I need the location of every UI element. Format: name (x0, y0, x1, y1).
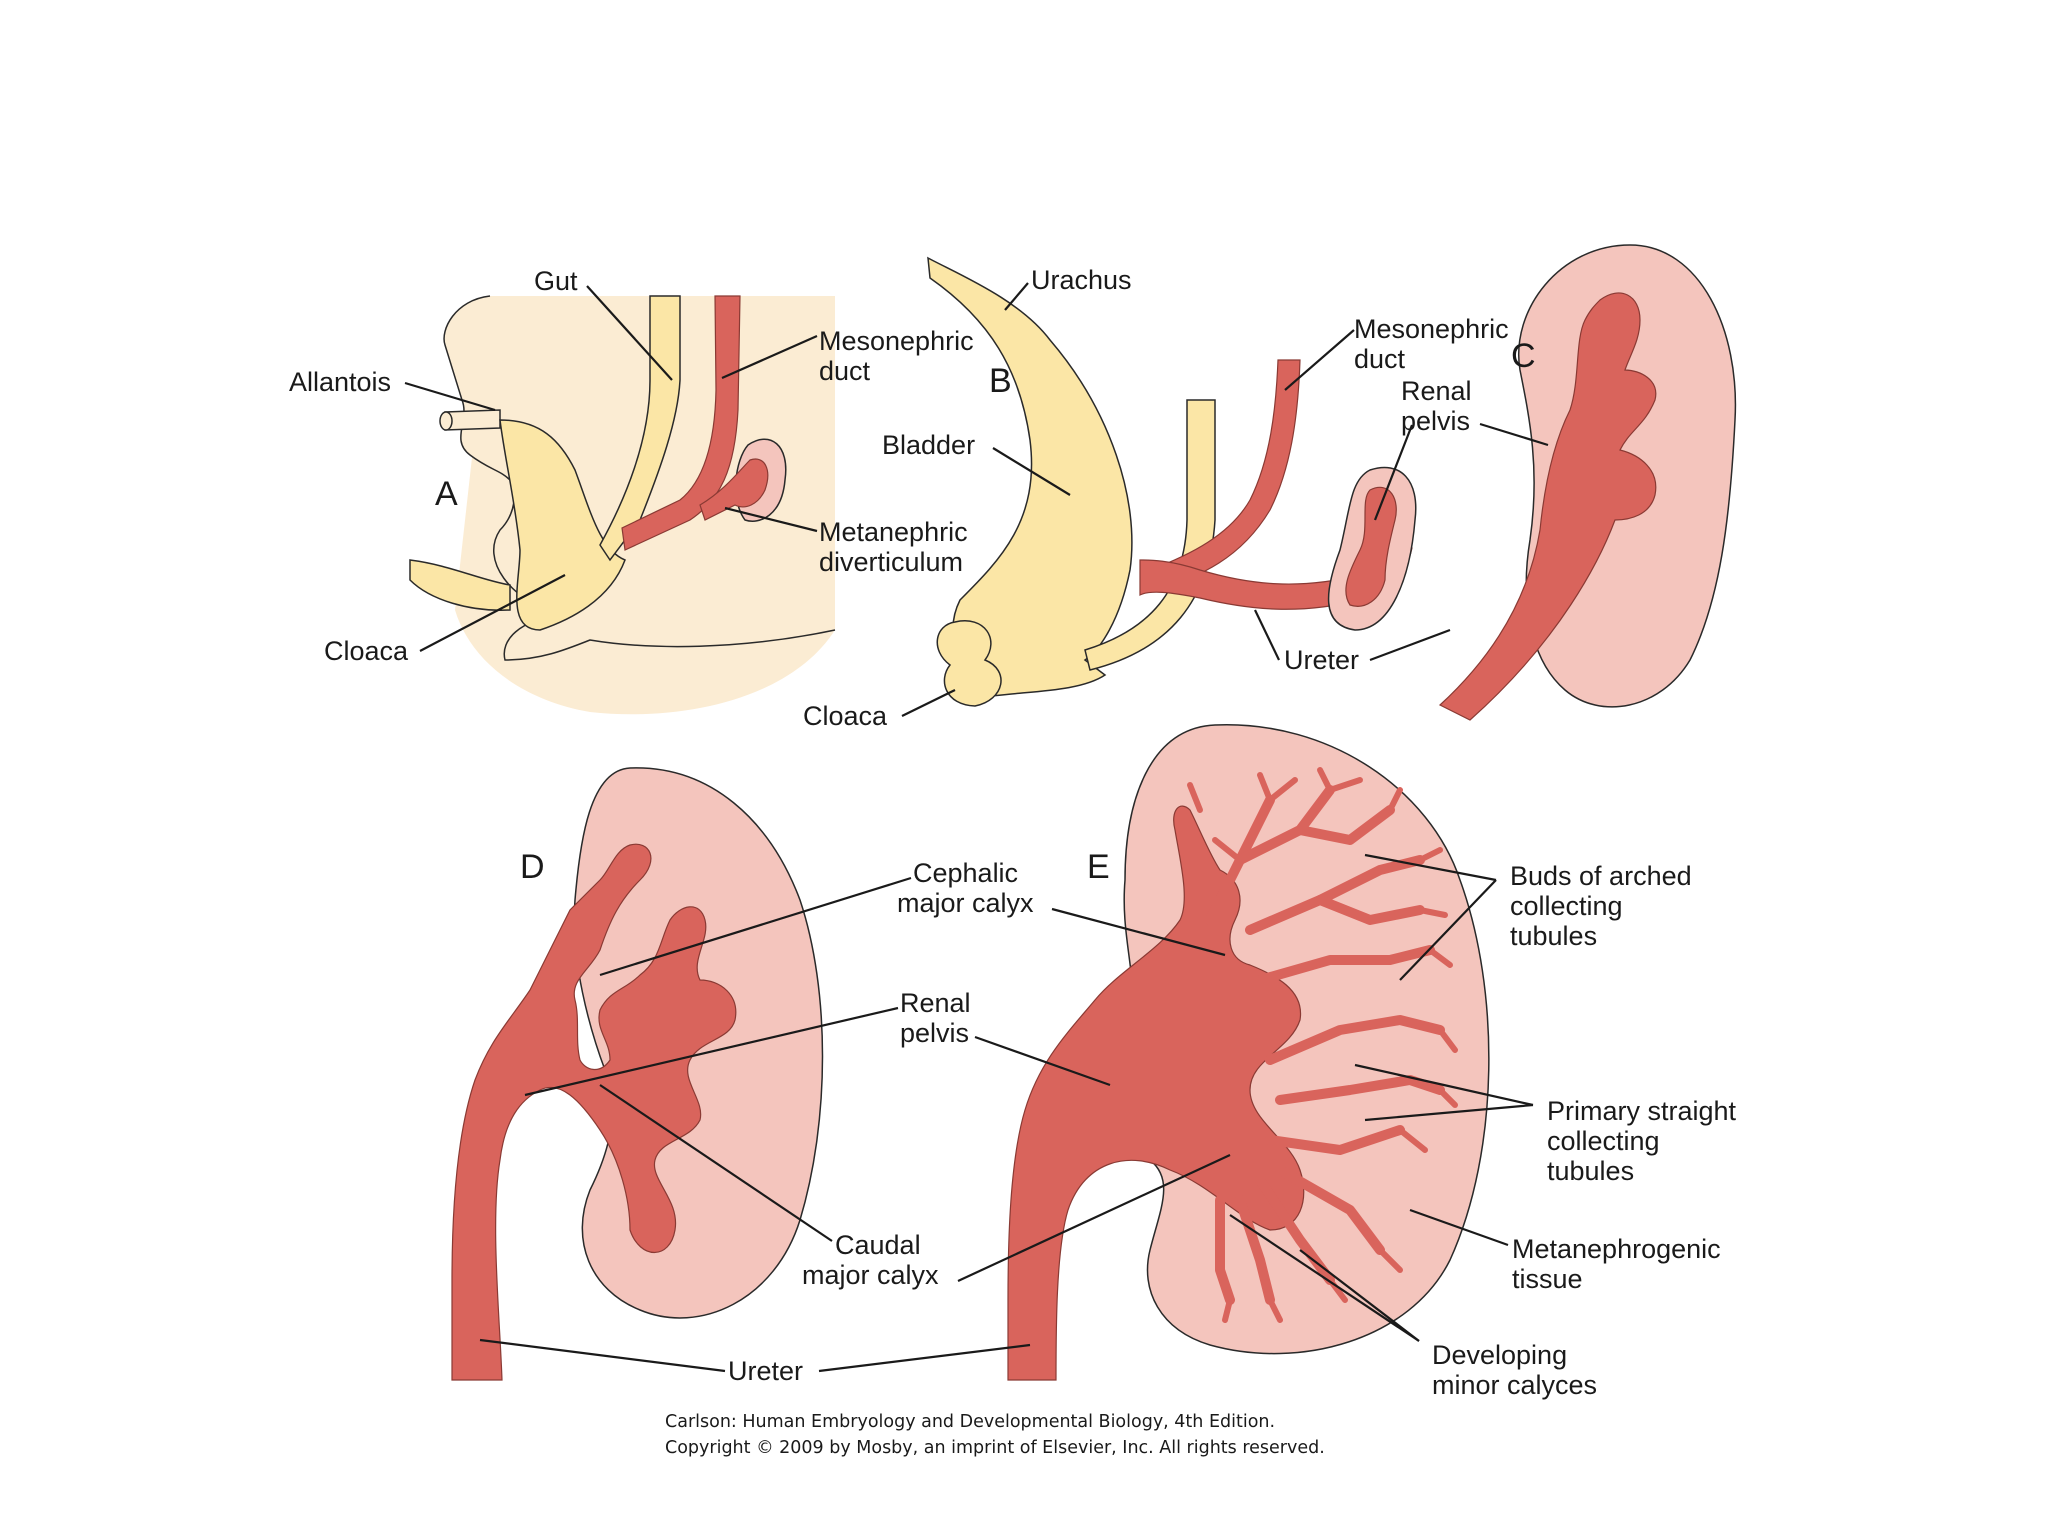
label-metanephrogenic-tissue: Metanephrogenic tissue (1512, 1234, 1728, 1294)
label-metanephric-diverticulum: Metanephric diverticulum (819, 517, 975, 577)
label-mesonephric-duct-a: Mesonephric duct (819, 326, 981, 386)
label-primary-straight: Primary straight collecting tubules (1547, 1096, 1744, 1186)
panel-b-illustration (927, 256, 1417, 707)
panel-letter-d: D (520, 848, 545, 886)
panel-a-illustration (409, 295, 836, 715)
label-cephalic-major-calyx: Cephalic major calyx (897, 858, 1034, 918)
label-ureter-de: Ureter (728, 1356, 803, 1386)
label-cloaca-b: Cloaca (803, 701, 888, 731)
label-urachus: Urachus (1031, 265, 1132, 295)
panel-letter-c: C (1511, 337, 1536, 375)
label-allantois: Allantois (289, 367, 391, 397)
label-developing-minor-calyces: Developing minor calyces (1432, 1340, 1597, 1400)
panel-e-illustration (1007, 724, 1490, 1381)
label-mesonephric-duct-b: Mesonephric duct (1354, 314, 1516, 374)
leader-lines (404, 282, 1549, 1373)
label-ureter-c: Ureter (1284, 645, 1359, 675)
credit-text: Carlson: Human Embryology and Developmen… (665, 1412, 1325, 1458)
panel-letter-a: A (435, 475, 458, 513)
label-renal-pelvis-de: Renal pelvis (900, 988, 978, 1048)
panel-c-illustration (1438, 244, 1737, 721)
panel-letter-b: B (989, 362, 1012, 400)
label-buds-arched: Buds of arched collecting tubules (1510, 861, 1699, 951)
label-bladder: Bladder (882, 430, 975, 460)
label-cloaca-a: Cloaca (324, 636, 409, 666)
label-caudal-major-calyx: Caudal major calyx (802, 1230, 939, 1290)
label-renal-pelvis-c: Renal pelvis (1401, 376, 1479, 436)
panel-d-illustration (451, 767, 824, 1381)
label-gut: Gut (534, 266, 578, 296)
panel-letter-e: E (1087, 848, 1110, 886)
